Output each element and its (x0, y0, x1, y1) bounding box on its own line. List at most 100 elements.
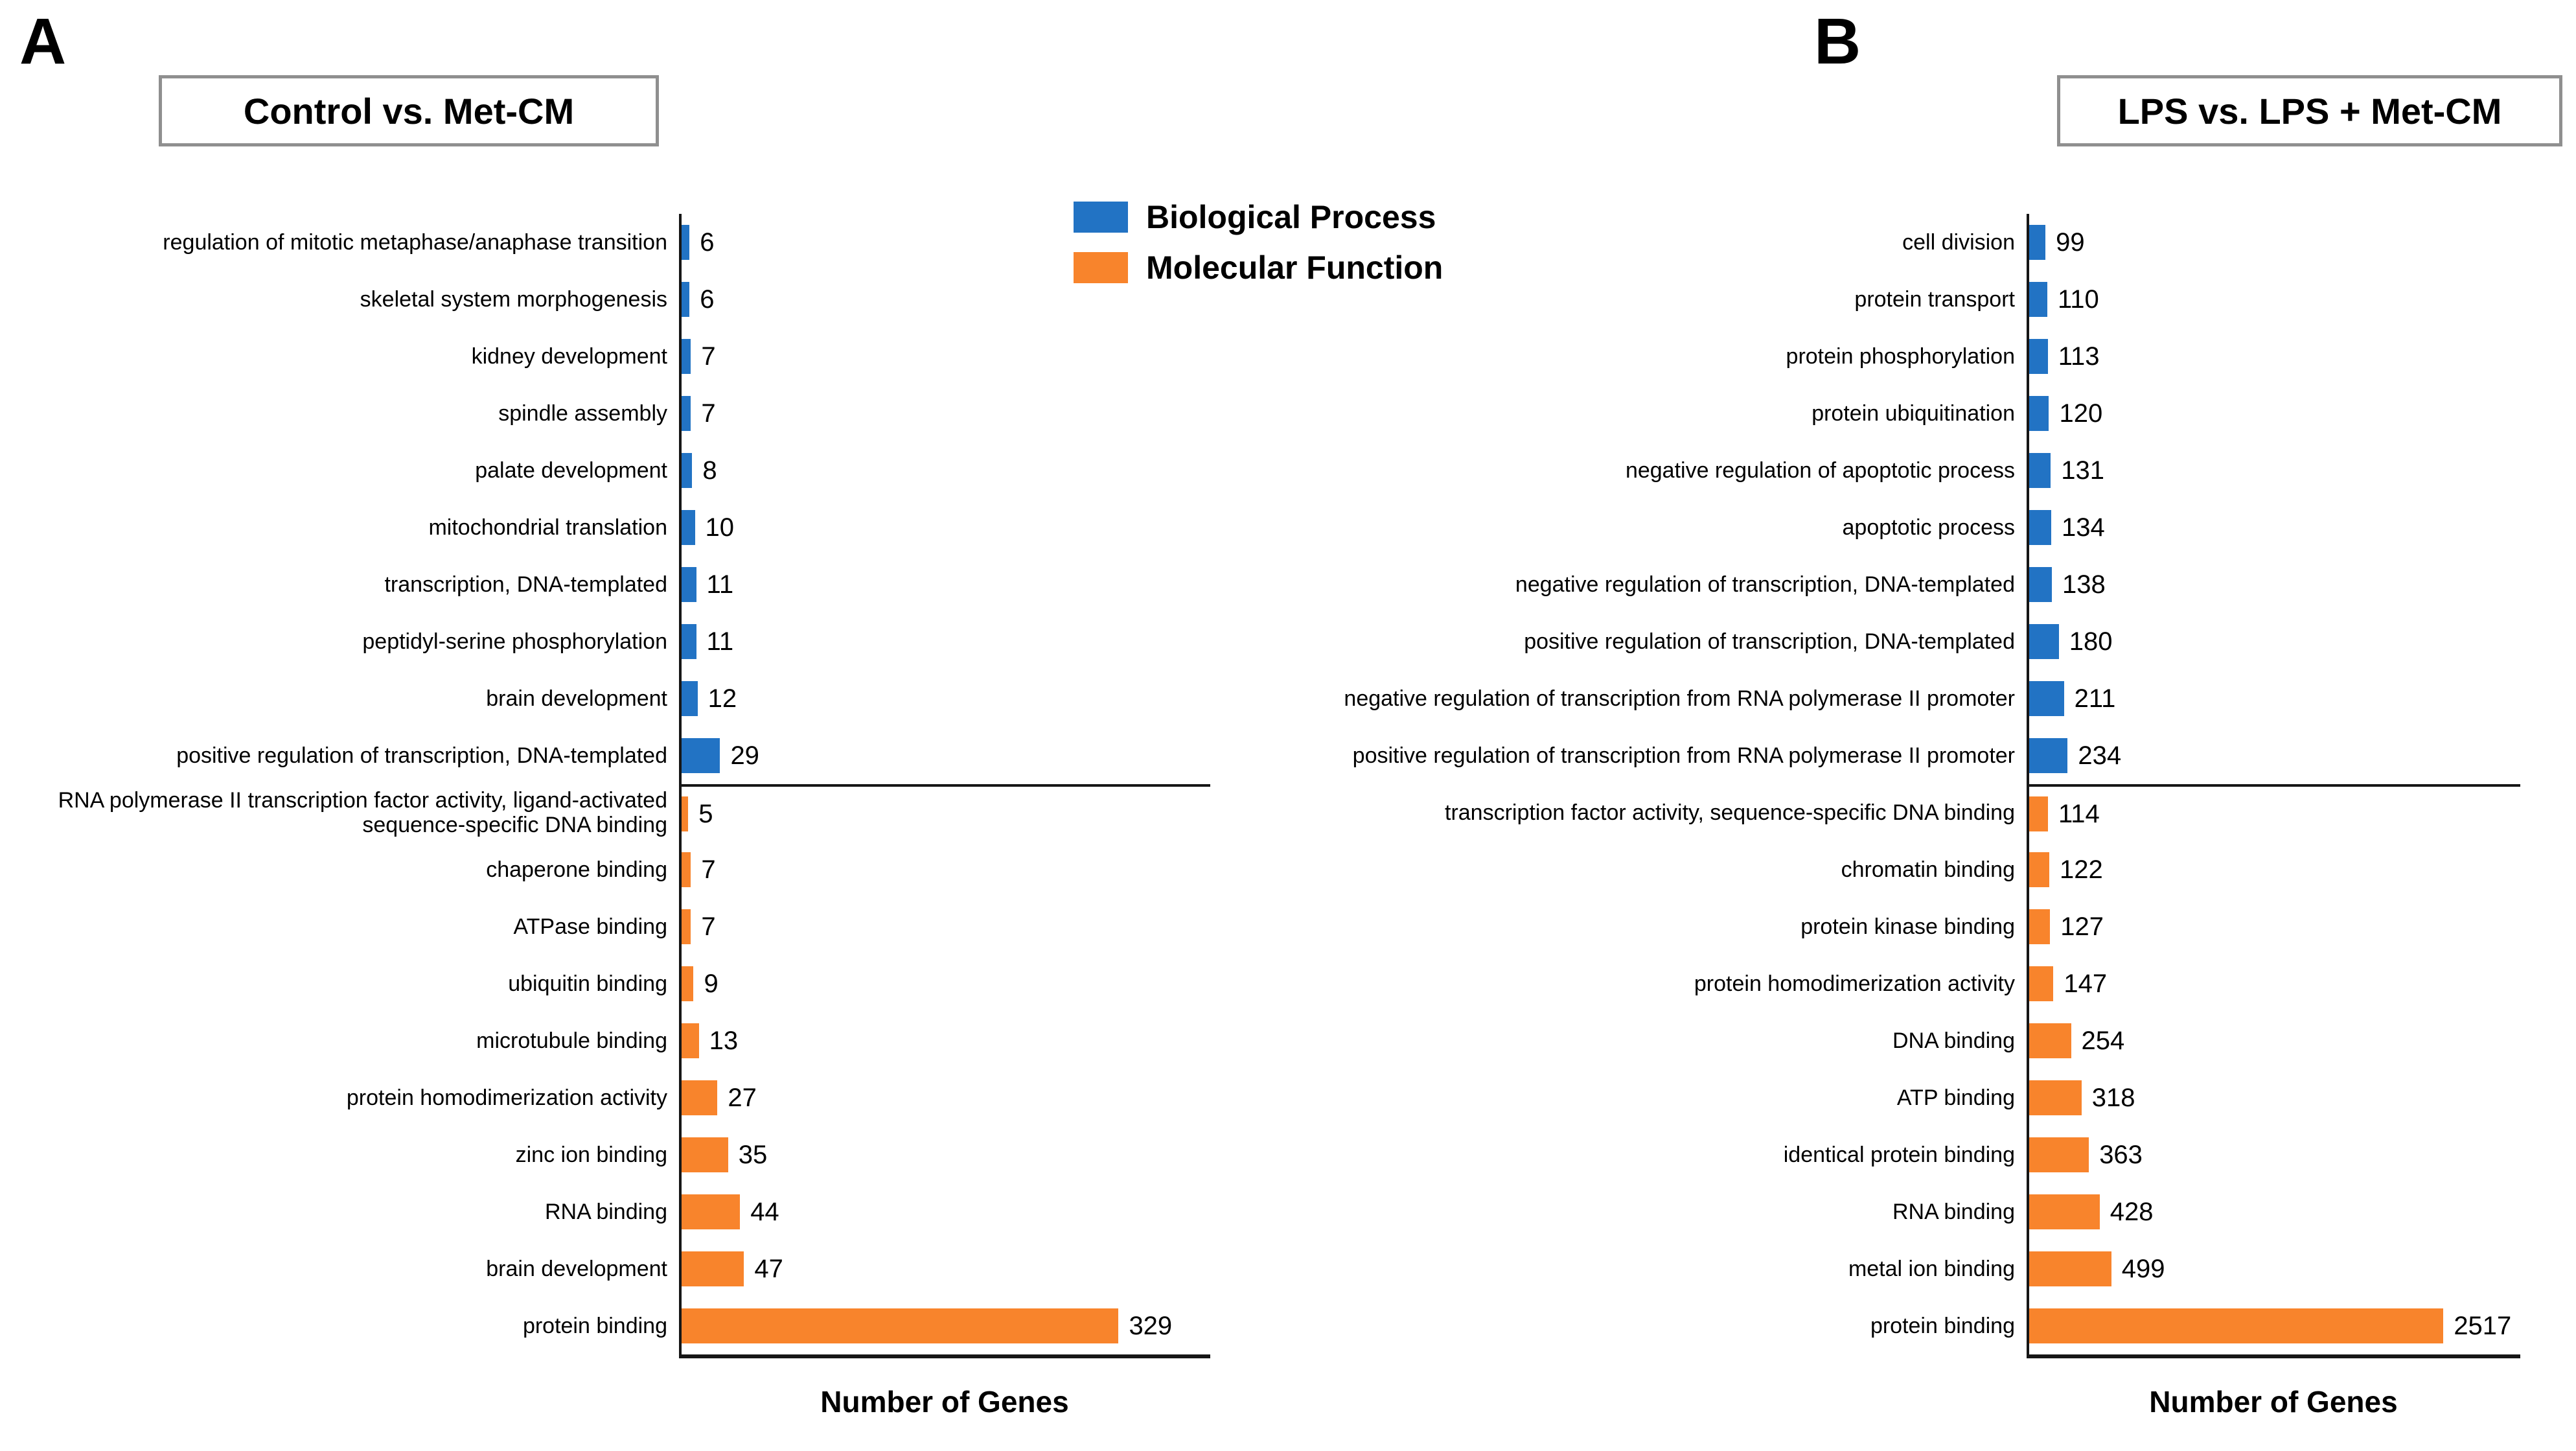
plot-row: 114 (2027, 784, 2520, 841)
value-label: 180 (2069, 627, 2113, 656)
value-label: 6 (700, 227, 715, 257)
biological-process-swatch-icon (1074, 202, 1128, 233)
value-label: 131 (2061, 456, 2105, 485)
biological-process-bar (682, 339, 691, 374)
panel-a-title: Control vs. Met-CM (243, 90, 575, 132)
value-label: 7 (701, 855, 716, 884)
category-label: protein homodimerization activity (1694, 971, 2015, 996)
biological-process-bar (2029, 681, 2064, 716)
plot-row: 29 (679, 727, 1210, 784)
value-label: 10 (705, 513, 735, 542)
panel-a-chart: regulation of mitotic metaphase/anaphase… (0, 214, 1210, 1354)
molecular-function-bar (682, 909, 691, 944)
value-label: 12 (707, 684, 737, 713)
molecular-function-bar (682, 796, 689, 831)
plot-row: 10 (679, 499, 1210, 556)
plot-row: 122 (2027, 841, 2520, 898)
chart-row: chaperone binding 7 (0, 841, 1210, 898)
value-label: 114 (2058, 799, 2100, 828)
category-label: spindle assembly (498, 400, 667, 426)
biological-process-bar (2029, 567, 2053, 602)
plot-row: 363 (2027, 1126, 2520, 1183)
biological-process-bar (2029, 282, 2047, 317)
biological-process-bar (682, 681, 698, 716)
biological-process-bar (682, 282, 690, 317)
category-label: skeletal system morphogenesis (360, 286, 667, 312)
value-label: 234 (2078, 741, 2122, 770)
value-label: 499 (2121, 1254, 2165, 1283)
category-label: protein binding (1870, 1313, 2015, 1338)
plot-row: 6 (679, 271, 1210, 328)
biological-process-bar (2029, 453, 2051, 488)
molecular-function-bar (2029, 852, 2049, 887)
chart-row: negative regulation of apoptotic process… (1265, 442, 2520, 499)
category-label: ubiquitin binding (508, 971, 667, 996)
plot-row: 11 (679, 556, 1210, 613)
value-label: 2517 (2454, 1311, 2512, 1340)
plot-row: 120 (2027, 385, 2520, 442)
plot-row: 147 (2027, 955, 2520, 1012)
value-label: 329 (1129, 1311, 1173, 1340)
panel-b-x-axis-label: Number of Genes (2149, 1385, 2398, 1419)
chart-row: positive regulation of transcription, DN… (1265, 613, 2520, 670)
chart-row: skeletal system morphogenesis 6 (0, 271, 1210, 328)
value-label: 99 (2056, 227, 2085, 257)
biological-process-bar (682, 510, 695, 545)
molecular-function-bar (2029, 909, 2051, 944)
chart-row: positive regulation of transcription, DN… (0, 727, 1210, 784)
chart-row: regulation of mitotic metaphase/anaphase… (0, 214, 1210, 271)
value-label: 11 (706, 570, 734, 599)
chart-row: protein phosphorylation 113 (1265, 328, 2520, 385)
plot-row: 180 (2027, 613, 2520, 670)
category-label: negative regulation of transcription, DN… (1515, 572, 2015, 597)
category-label: zinc ion binding (515, 1142, 667, 1167)
plot-row: 113 (2027, 328, 2520, 385)
biological-process-bar (682, 567, 696, 602)
value-label: 127 (2060, 912, 2104, 941)
value-label: 110 (2057, 284, 2099, 314)
category-label: RNA polymerase II transcription factor a… (58, 787, 667, 837)
category-label: RNA binding (544, 1199, 667, 1224)
value-label: 134 (2062, 513, 2105, 542)
value-label: 211 (2074, 684, 2116, 713)
plot-row: 7 (679, 898, 1210, 955)
biological-process-bar (682, 396, 691, 431)
plot-row: 6 (679, 214, 1210, 271)
panel-b-x-axis-line (2027, 1354, 2520, 1358)
category-label: chaperone binding (486, 857, 667, 882)
value-label: 113 (2058, 342, 2100, 371)
plot-row: 7 (679, 385, 1210, 442)
value-label: 44 (750, 1197, 779, 1226)
plot-row: 99 (2027, 214, 2520, 271)
category-label: protein transport (1854, 286, 2015, 312)
category-label: cell division (1902, 229, 2015, 255)
molecular-function-bar (2029, 1251, 2111, 1286)
molecular-function-bar (2029, 796, 2048, 831)
panel-a-title-box: Control vs. Met-CM (159, 75, 659, 146)
chart-row: RNA binding 44 (0, 1183, 1210, 1240)
plot-row: 5 (679, 784, 1210, 841)
plot-row: 12 (679, 670, 1210, 727)
plot-row: 254 (2027, 1012, 2520, 1069)
chart-row: transcription factor activity, sequence-… (1265, 784, 2520, 841)
plot-row: 329 (679, 1297, 1210, 1354)
panel-b-title: LPS vs. LPS + Met-CM (2117, 90, 2502, 132)
value-label: 13 (709, 1026, 739, 1055)
plot-row: 13 (679, 1012, 1210, 1069)
value-label: 27 (728, 1083, 757, 1112)
panel-a-x-axis-line (679, 1354, 1210, 1358)
value-label: 428 (2110, 1197, 2154, 1226)
panel-b-chart: cell division 99 protein transport 110 prote… (1265, 214, 2520, 1354)
category-label: apoptotic process (1842, 515, 2016, 540)
plot-row: 7 (679, 328, 1210, 385)
chart-row: negative regulation of transcription, DN… (1265, 556, 2520, 613)
biological-process-bar (682, 453, 693, 488)
category-label: protein phosphorylation (1786, 343, 2015, 369)
biological-process-bar (2029, 510, 2052, 545)
